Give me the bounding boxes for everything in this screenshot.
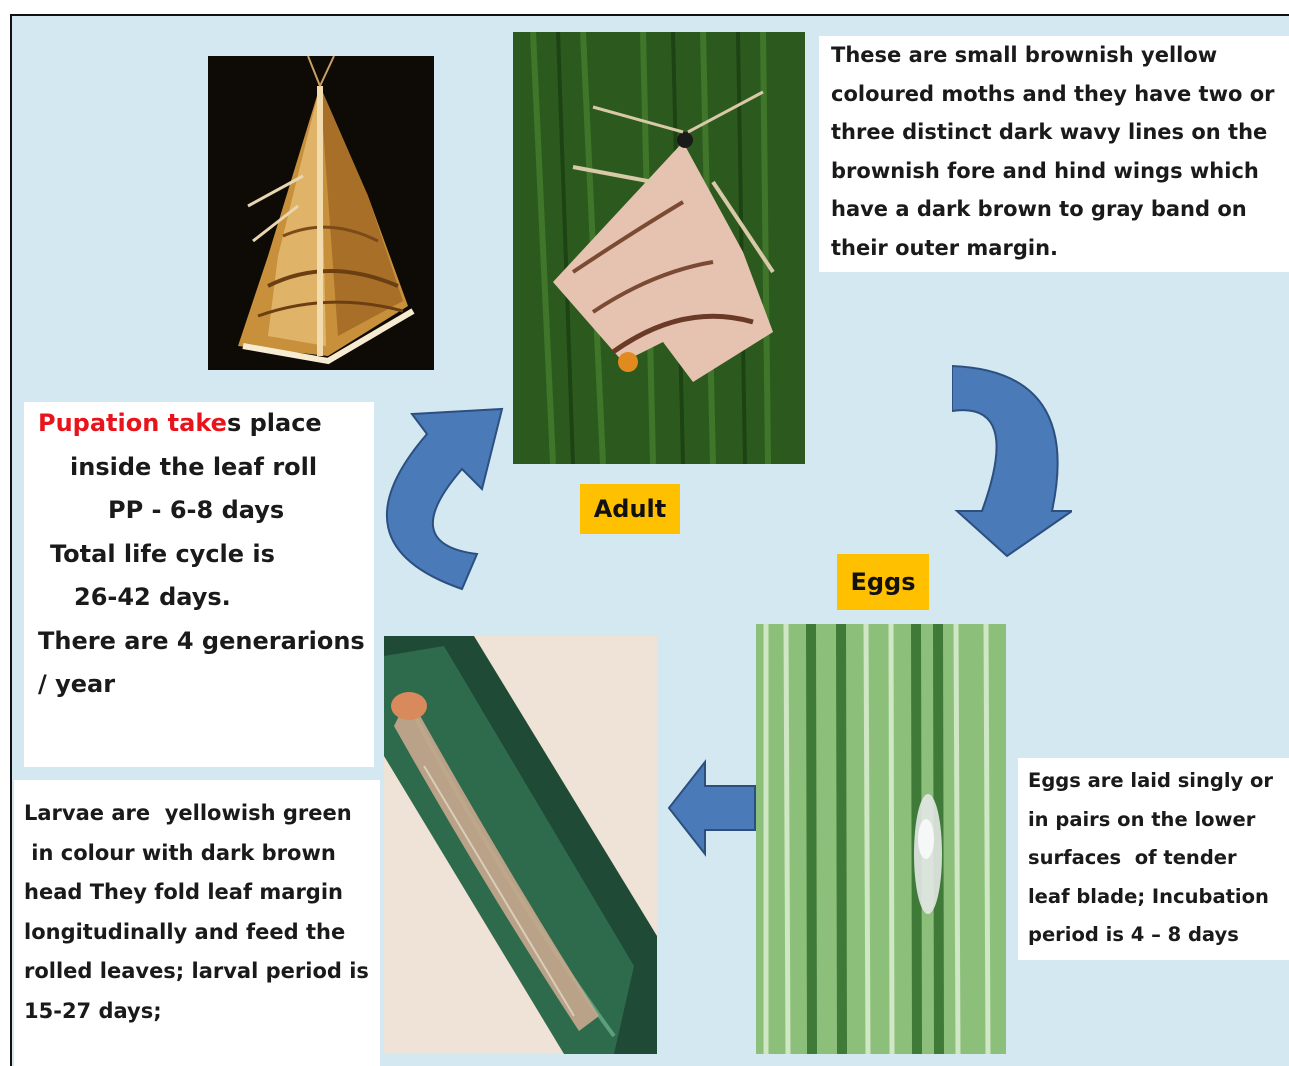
adult-description-line: brownish fore and hind wings which xyxy=(831,152,1279,191)
eggs-description-line: surfaces of tender xyxy=(1028,839,1287,878)
larvae-description-line: head They fold leaf margin xyxy=(24,873,374,913)
larvae-description-box: Larvae are yellowish green in colour wit… xyxy=(14,780,380,1066)
eggs-description-line: period is 4 – 8 days xyxy=(1028,916,1287,955)
pupation-line: There are 4 generarions xyxy=(38,620,364,664)
adult-description-line: three distinct dark wavy lines on the xyxy=(831,113,1279,152)
pupation-line: / year xyxy=(38,663,364,707)
eggs-description-line: Eggs are laid singly or xyxy=(1028,762,1287,801)
pupation-first-line-rest: s place xyxy=(227,409,322,437)
larva-photo xyxy=(384,636,657,1054)
pupation-line: PP - 6-8 days xyxy=(38,489,364,533)
adult-description-line: their outer margin. xyxy=(831,229,1279,268)
left-arrow-icon xyxy=(667,758,757,858)
curved-arrow-icon xyxy=(952,361,1072,561)
pupation-line: Total life cycle is xyxy=(38,533,364,577)
adult-moth-photo xyxy=(513,32,805,464)
eggs-photo xyxy=(756,624,1006,1054)
curved-arrow-icon xyxy=(372,394,512,594)
pupation-line: 26-42 days. xyxy=(38,576,364,620)
larvae-description-line: Larvae are yellowish green xyxy=(24,794,374,834)
eggs-description-line: leaf blade; Incubation xyxy=(1028,878,1287,917)
pupation-line: inside the leaf roll xyxy=(38,446,364,490)
pupation-first-line: Pupation takes place xyxy=(38,402,364,446)
moth-photo-dark xyxy=(208,56,434,370)
pupation-description-box: Pupation takes place inside the leaf rol… xyxy=(24,402,374,767)
pupation-highlight: Pupation take xyxy=(38,409,227,437)
adult-description-box: These are small brownish yellow coloured… xyxy=(819,36,1289,272)
larvae-description-line: in colour with dark brown xyxy=(24,834,374,874)
life-cycle-diagram: These are small brownish yellow coloured… xyxy=(10,14,1289,1066)
adult-description-line: These are small brownish yellow xyxy=(831,36,1279,75)
larvae-description-line: rolled leaves; larval period is xyxy=(24,952,374,992)
eggs-description-box: Eggs are laid singly or in pairs on the … xyxy=(1018,758,1289,960)
adult-description-line: have a dark brown to gray band on xyxy=(831,190,1279,229)
adult-stage-label: Adult xyxy=(580,484,680,534)
larvae-description-line: 15-27 days; xyxy=(24,992,374,1032)
larvae-description-line: longitudinally and feed the xyxy=(24,913,374,953)
adult-description-line: coloured moths and they have two or xyxy=(831,75,1279,114)
eggs-stage-label: Eggs xyxy=(837,554,929,610)
eggs-description-line: in pairs on the lower xyxy=(1028,801,1287,840)
